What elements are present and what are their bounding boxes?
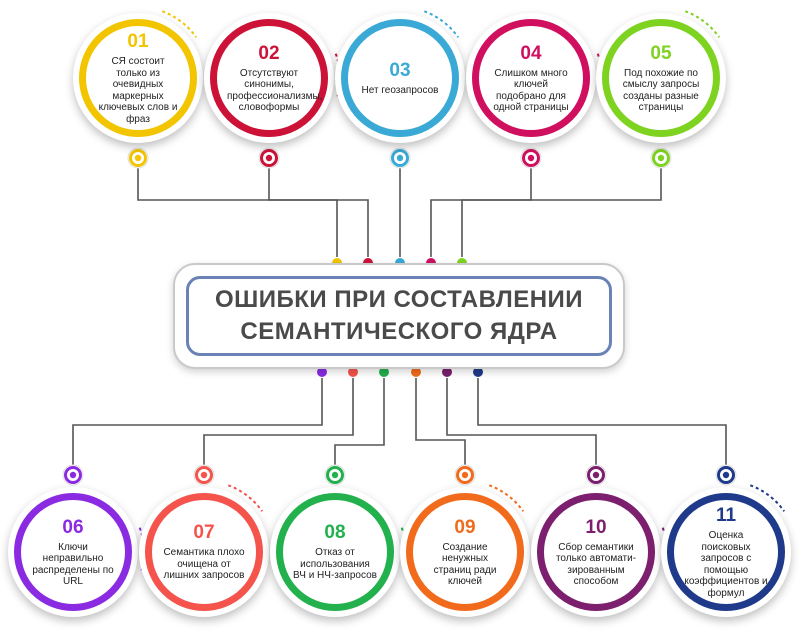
node-number: 10 bbox=[585, 516, 607, 538]
connector-line bbox=[268, 167, 369, 257]
node-number: 04 bbox=[520, 42, 542, 64]
anchor-dot-icon bbox=[585, 464, 607, 486]
anchor-dot-icon bbox=[715, 464, 737, 486]
node-number: 07 bbox=[193, 522, 215, 544]
connector-line bbox=[137, 167, 338, 257]
title-line-2: СЕМАНТИЧЕСКОГО ЯДРА bbox=[240, 318, 558, 345]
node-ring: 01 СЯ состоит только из очевидных маркерн… bbox=[79, 19, 197, 137]
node-number: 05 bbox=[650, 42, 672, 64]
connector-end-dot bbox=[379, 367, 389, 377]
node-text: Ключи неправильно распределены по URL bbox=[32, 541, 114, 588]
node-text: Отказ от использования ВЧ и НЧ-запросов bbox=[293, 547, 377, 582]
node-text: Оценка поисковых запросов с помощью коэф… bbox=[684, 530, 768, 599]
node-number: 09 bbox=[454, 516, 476, 538]
node-number: 11 bbox=[715, 505, 737, 526]
node-text: СЯ состоит только из очевидных маркерных… bbox=[98, 56, 178, 125]
title-frame: ОШИБКИ ПРИ СОСТАВЛЕНИИ СЕМАНТИЧЕСКОГО ЯД… bbox=[186, 276, 612, 356]
anchor-dot-icon bbox=[454, 464, 476, 486]
connector-line bbox=[461, 167, 662, 257]
connector-end-dot bbox=[317, 367, 327, 377]
connector-end-dot bbox=[411, 367, 421, 377]
node-number: 02 bbox=[258, 42, 280, 64]
connector-line bbox=[430, 167, 532, 257]
node-text: Создание ненужных страниц ради ключей bbox=[433, 541, 497, 588]
node-number: 01 bbox=[127, 31, 149, 52]
node-text: Слишком много ключей подобрано для одной… bbox=[493, 67, 569, 114]
connector-line bbox=[446, 378, 597, 466]
anchor-dot-icon bbox=[127, 147, 149, 169]
node-text: Нет геозапросов bbox=[361, 84, 439, 96]
node-number: 03 bbox=[389, 59, 411, 81]
connector-line bbox=[477, 378, 727, 466]
error-node-01: 01 СЯ состоит только из очевидных маркерн… bbox=[73, 13, 203, 143]
anchor-dot-icon bbox=[650, 147, 672, 169]
node-number: 06 bbox=[62, 516, 84, 538]
connector-line bbox=[415, 378, 466, 466]
connector-line bbox=[203, 378, 354, 466]
node-number: 08 bbox=[324, 522, 346, 544]
connector-end-dot bbox=[348, 367, 358, 377]
title-line-1: ОШИБКИ ПРИ СОСТАВЛЕНИИ bbox=[214, 286, 584, 313]
connector-line bbox=[334, 378, 385, 466]
anchor-dot-icon bbox=[324, 464, 346, 486]
node-text: Отсутствуют синонимы, профессионализмы, … bbox=[227, 67, 323, 114]
anchor-dot-icon bbox=[520, 147, 542, 169]
connector-line bbox=[72, 378, 323, 466]
anchor-dot-icon bbox=[389, 147, 411, 169]
connector-end-dot bbox=[442, 367, 452, 377]
node-text: Семантика плохо очищена от лишних запрос… bbox=[163, 547, 245, 582]
title-box: ОШИБКИ ПРИ СОСТАВЛЕНИИ СЕМАНТИЧЕСКОГО ЯД… bbox=[173, 263, 625, 369]
node-text: Сбор семантики только автомати-зированны… bbox=[555, 541, 637, 588]
node-text: Под похожие по смыслу запросы созданы ра… bbox=[622, 67, 700, 114]
anchor-dot-icon bbox=[258, 147, 280, 169]
anchor-dot-icon bbox=[193, 464, 215, 486]
connector-end-dot bbox=[473, 367, 483, 377]
anchor-dot-icon bbox=[62, 464, 84, 486]
